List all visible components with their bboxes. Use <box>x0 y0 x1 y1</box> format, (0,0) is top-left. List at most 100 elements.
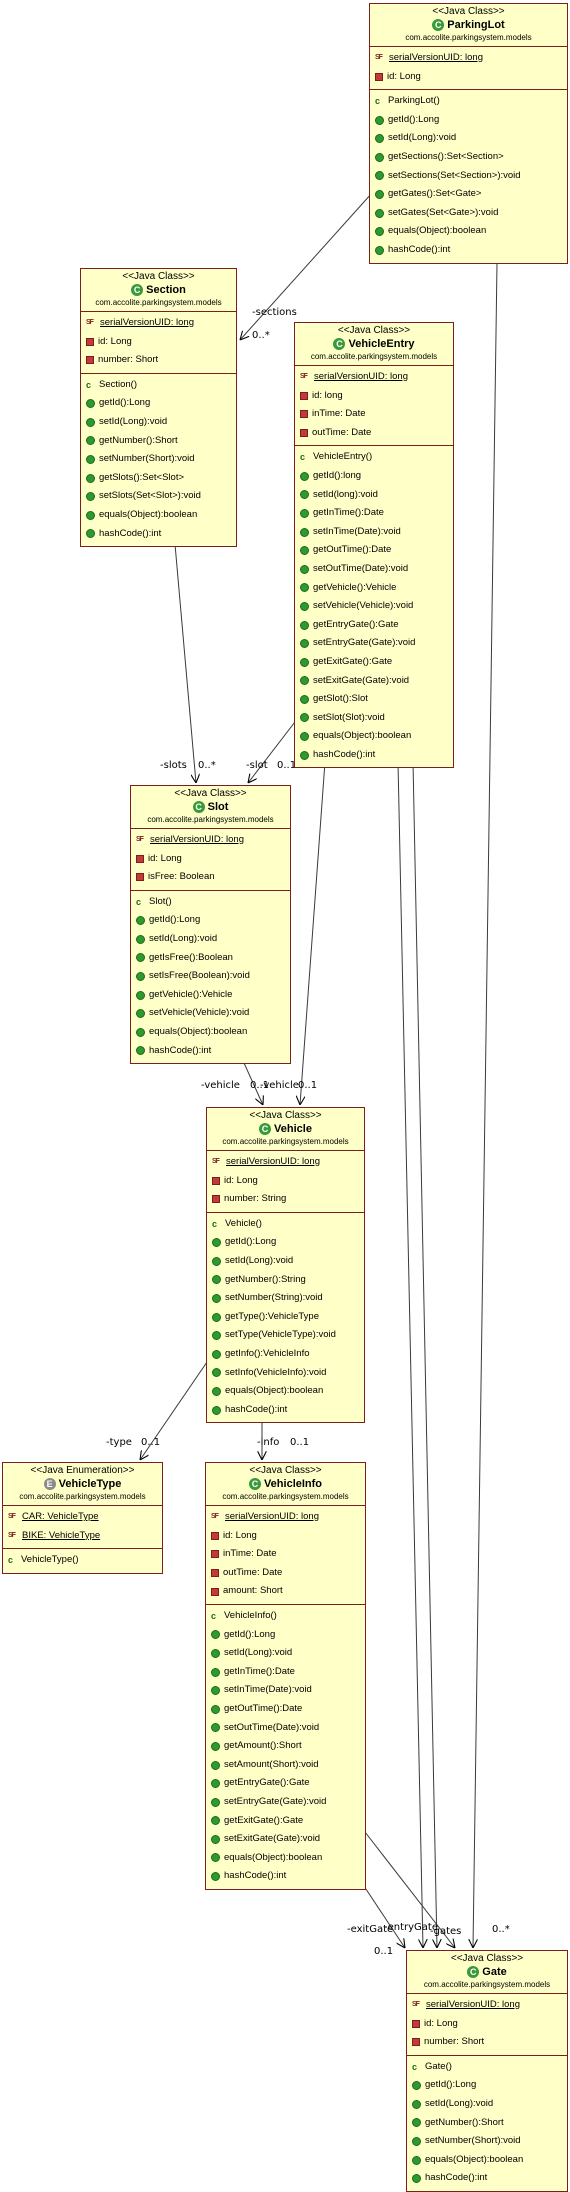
method-row[interactable]: hashCode():int <box>407 2169 567 2188</box>
attribute-row[interactable]: inTime: Date <box>295 405 453 424</box>
method-row[interactable]: setId(Long):void <box>207 1252 364 1271</box>
method-row[interactable]: getId():long <box>295 467 453 486</box>
method-row[interactable]: hashCode():int <box>207 1401 364 1420</box>
attribute-row[interactable]: id: Long <box>207 1172 364 1191</box>
method-row[interactable]: setId(Long):void <box>206 1644 365 1663</box>
method-row[interactable]: setNumber(Short):void <box>407 2132 567 2151</box>
method-row[interactable]: getNumber():Short <box>81 432 236 451</box>
method-row[interactable]: equals(Object):boolean <box>81 506 236 525</box>
method-row[interactable]: setVehicle(Vehicle):void <box>295 597 453 616</box>
method-row[interactable]: setExitGate(Gate):void <box>206 1830 365 1849</box>
method-row[interactable]: setAmount(Short):void <box>206 1756 365 1775</box>
method-row[interactable]: getEntryGate():Gate <box>206 1774 365 1793</box>
method-row[interactable]: setInfo(VehicleInfo):void <box>207 1364 364 1383</box>
attribute-row[interactable]: amount: Short <box>206 1582 365 1601</box>
method-row[interactable]: setSections(Set<Section>):void <box>370 167 567 186</box>
method-row[interactable]: getVehicle():Vehicle <box>131 986 290 1005</box>
method-row[interactable]: equals(Object):boolean <box>295 727 453 746</box>
method-row[interactable]: getVehicle():Vehicle <box>295 579 453 598</box>
method-row[interactable]: setExitGate(Gate):void <box>295 672 453 691</box>
method-row[interactable]: hashCode():int <box>370 241 567 260</box>
attribute-row[interactable]: number: Short <box>407 2033 567 2052</box>
attribute-row[interactable]: id: Long <box>81 333 236 352</box>
method-row[interactable]: getSlot():Slot <box>295 690 453 709</box>
method-row[interactable]: getId():Long <box>81 394 236 413</box>
method-row[interactable]: equals(Object):boolean <box>407 2151 567 2170</box>
method-row[interactable]: setInTime(Date):void <box>295 523 453 542</box>
attribute-row[interactable]: id: long <box>295 387 453 406</box>
method-row[interactable]: getSections():Set<Section> <box>370 148 567 167</box>
attribute-row[interactable]: inTime: Date <box>206 1545 365 1564</box>
method-row[interactable]: setNumber(Short):void <box>81 450 236 469</box>
method-row[interactable]: setId(long):void <box>295 486 453 505</box>
method-row[interactable]: setOutTime(Date):void <box>206 1719 365 1738</box>
method-row[interactable]: hashCode():int <box>206 1867 365 1886</box>
method-row[interactable]: equals(Object):boolean <box>370 222 567 241</box>
method-row[interactable]: equals(Object):boolean <box>207 1382 364 1401</box>
attribute-row[interactable]: number: Short <box>81 351 236 370</box>
attribute-row[interactable]: isFree: Boolean <box>131 868 290 887</box>
method-row[interactable]: setType(VehicleType):void <box>207 1326 364 1345</box>
attribute-row[interactable]: id: Long <box>131 850 290 869</box>
method-row[interactable]: getId():Long <box>207 1233 364 1252</box>
method-row[interactable]: getAmount():Short <box>206 1737 365 1756</box>
method-row[interactable]: setId(Long):void <box>407 2095 567 2114</box>
method-row[interactable]: getInTime():Date <box>206 1663 365 1682</box>
method-row[interactable]: getInfo():VehicleInfo <box>207 1345 364 1364</box>
method-row[interactable]: getEntryGate():Gate <box>295 616 453 635</box>
method-row[interactable]: setIsFree(Boolean):void <box>131 967 290 986</box>
method-row[interactable]: hashCode():int <box>295 746 453 765</box>
method-row[interactable]: setId(Long):void <box>131 930 290 949</box>
method-row[interactable]: hashCode():int <box>131 1042 290 1061</box>
method-row[interactable]: setSlot(Slot):void <box>295 709 453 728</box>
method-row[interactable]: getSlots():Set<Slot> <box>81 469 236 488</box>
method-row[interactable]: hashCode():int <box>81 525 236 544</box>
attribute-row[interactable]: id: Long <box>407 2015 567 2034</box>
method-row[interactable]: getId():Long <box>407 2076 567 2095</box>
attribute-row[interactable]: outTime: Date <box>295 424 453 443</box>
method-row[interactable]: getNumber():String <box>207 1271 364 1290</box>
attribute-row[interactable]: outTime: Date <box>206 1564 365 1583</box>
method-row[interactable]: getInTime():Date <box>295 504 453 523</box>
method-row[interactable]: getId():Long <box>370 111 567 130</box>
method-row[interactable]: getExitGate():Gate <box>206 1812 365 1831</box>
method-row[interactable]: setVehicle(Vehicle):void <box>131 1004 290 1023</box>
method-row[interactable]: setInTime(Date):void <box>206 1681 365 1700</box>
method-row[interactable]: setEntryGate(Gate):void <box>206 1793 365 1812</box>
method-row[interactable]: getId():Long <box>206 1626 365 1645</box>
method-row[interactable]: getExitGate():Gate <box>295 653 453 672</box>
method-row[interactable]: getType():VehicleType <box>207 1308 364 1327</box>
attribute-row[interactable]: id: Long <box>206 1527 365 1546</box>
method-row[interactable]: setEntryGate(Gate):void <box>295 634 453 653</box>
method-row[interactable]: equals(Object):boolean <box>131 1023 290 1042</box>
method-row[interactable]: setSlots(Set<Slot>):void <box>81 487 236 506</box>
method-row[interactable]: setOutTime(Date):void <box>295 560 453 579</box>
method-row[interactable]: getId():Long <box>131 911 290 930</box>
method-row[interactable]: getOutTime():Date <box>206 1700 365 1719</box>
method-row[interactable]: setId(Long):void <box>81 413 236 432</box>
attribute-row[interactable]: number: String <box>207 1190 364 1209</box>
method-row[interactable]: setId(Long):void <box>370 129 567 148</box>
method-row[interactable]: equals(Object):boolean <box>206 1849 365 1868</box>
method-row[interactable]: getGates():Set<Gate> <box>370 185 567 204</box>
